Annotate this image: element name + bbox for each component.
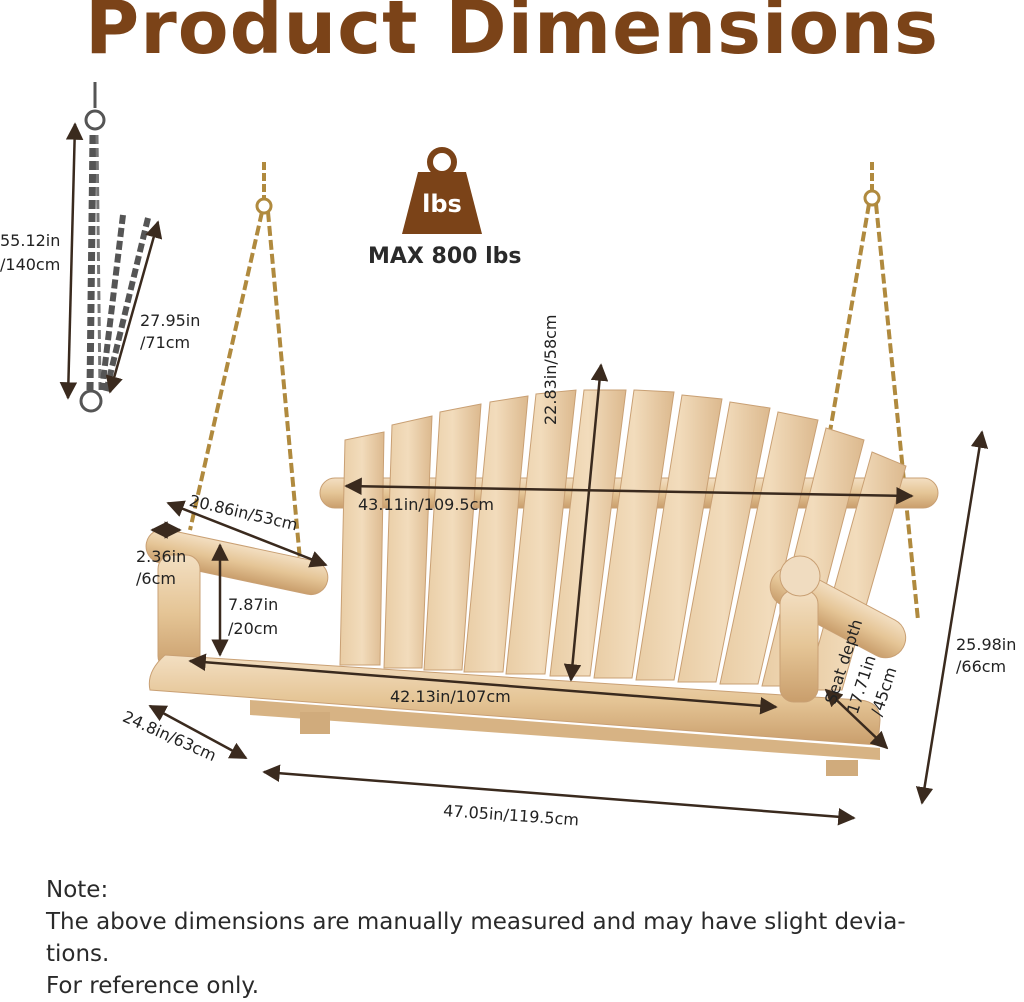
note-heading: Note: bbox=[46, 877, 109, 903]
total-height-cm: /66cm bbox=[956, 657, 1007, 676]
chain-total-in: 55.12in bbox=[0, 231, 61, 250]
seat-width-label: 42.13in/107cm bbox=[390, 687, 511, 706]
dimension-arrows bbox=[148, 363, 989, 826]
chain-total-cm: /140cm bbox=[0, 255, 61, 274]
arm-diameter-cm: /6cm bbox=[136, 569, 176, 588]
disclaimer-note: Note: The above dimensions are manually … bbox=[46, 874, 1006, 1002]
chain-short-in: 27.95in bbox=[140, 311, 201, 330]
note-line-2: tions. bbox=[46, 941, 110, 967]
note-line-3: For reference only. bbox=[46, 973, 260, 999]
arm-diameter-in: 2.36in bbox=[136, 547, 187, 566]
chain-accessory bbox=[59, 82, 163, 413]
page-title: Product Dimensions bbox=[85, 0, 939, 71]
weight-icon bbox=[402, 147, 482, 234]
arm-height-in: 7.87in bbox=[228, 595, 279, 614]
swing-seat bbox=[145, 389, 939, 776]
note-line-1: The above dimensions are manually measur… bbox=[46, 909, 906, 935]
total-height-in: 25.98in bbox=[956, 635, 1017, 654]
chain-short-cm: /71cm bbox=[140, 333, 191, 352]
max-weight-label: MAX 800 lbs bbox=[368, 244, 522, 269]
back-width-label: 43.11in/109.5cm bbox=[358, 495, 494, 514]
back-height-label: 22.83in/58cm bbox=[541, 314, 560, 425]
weight-unit-label: lbs bbox=[422, 190, 462, 218]
arm-height-cm: /20cm bbox=[228, 619, 279, 638]
